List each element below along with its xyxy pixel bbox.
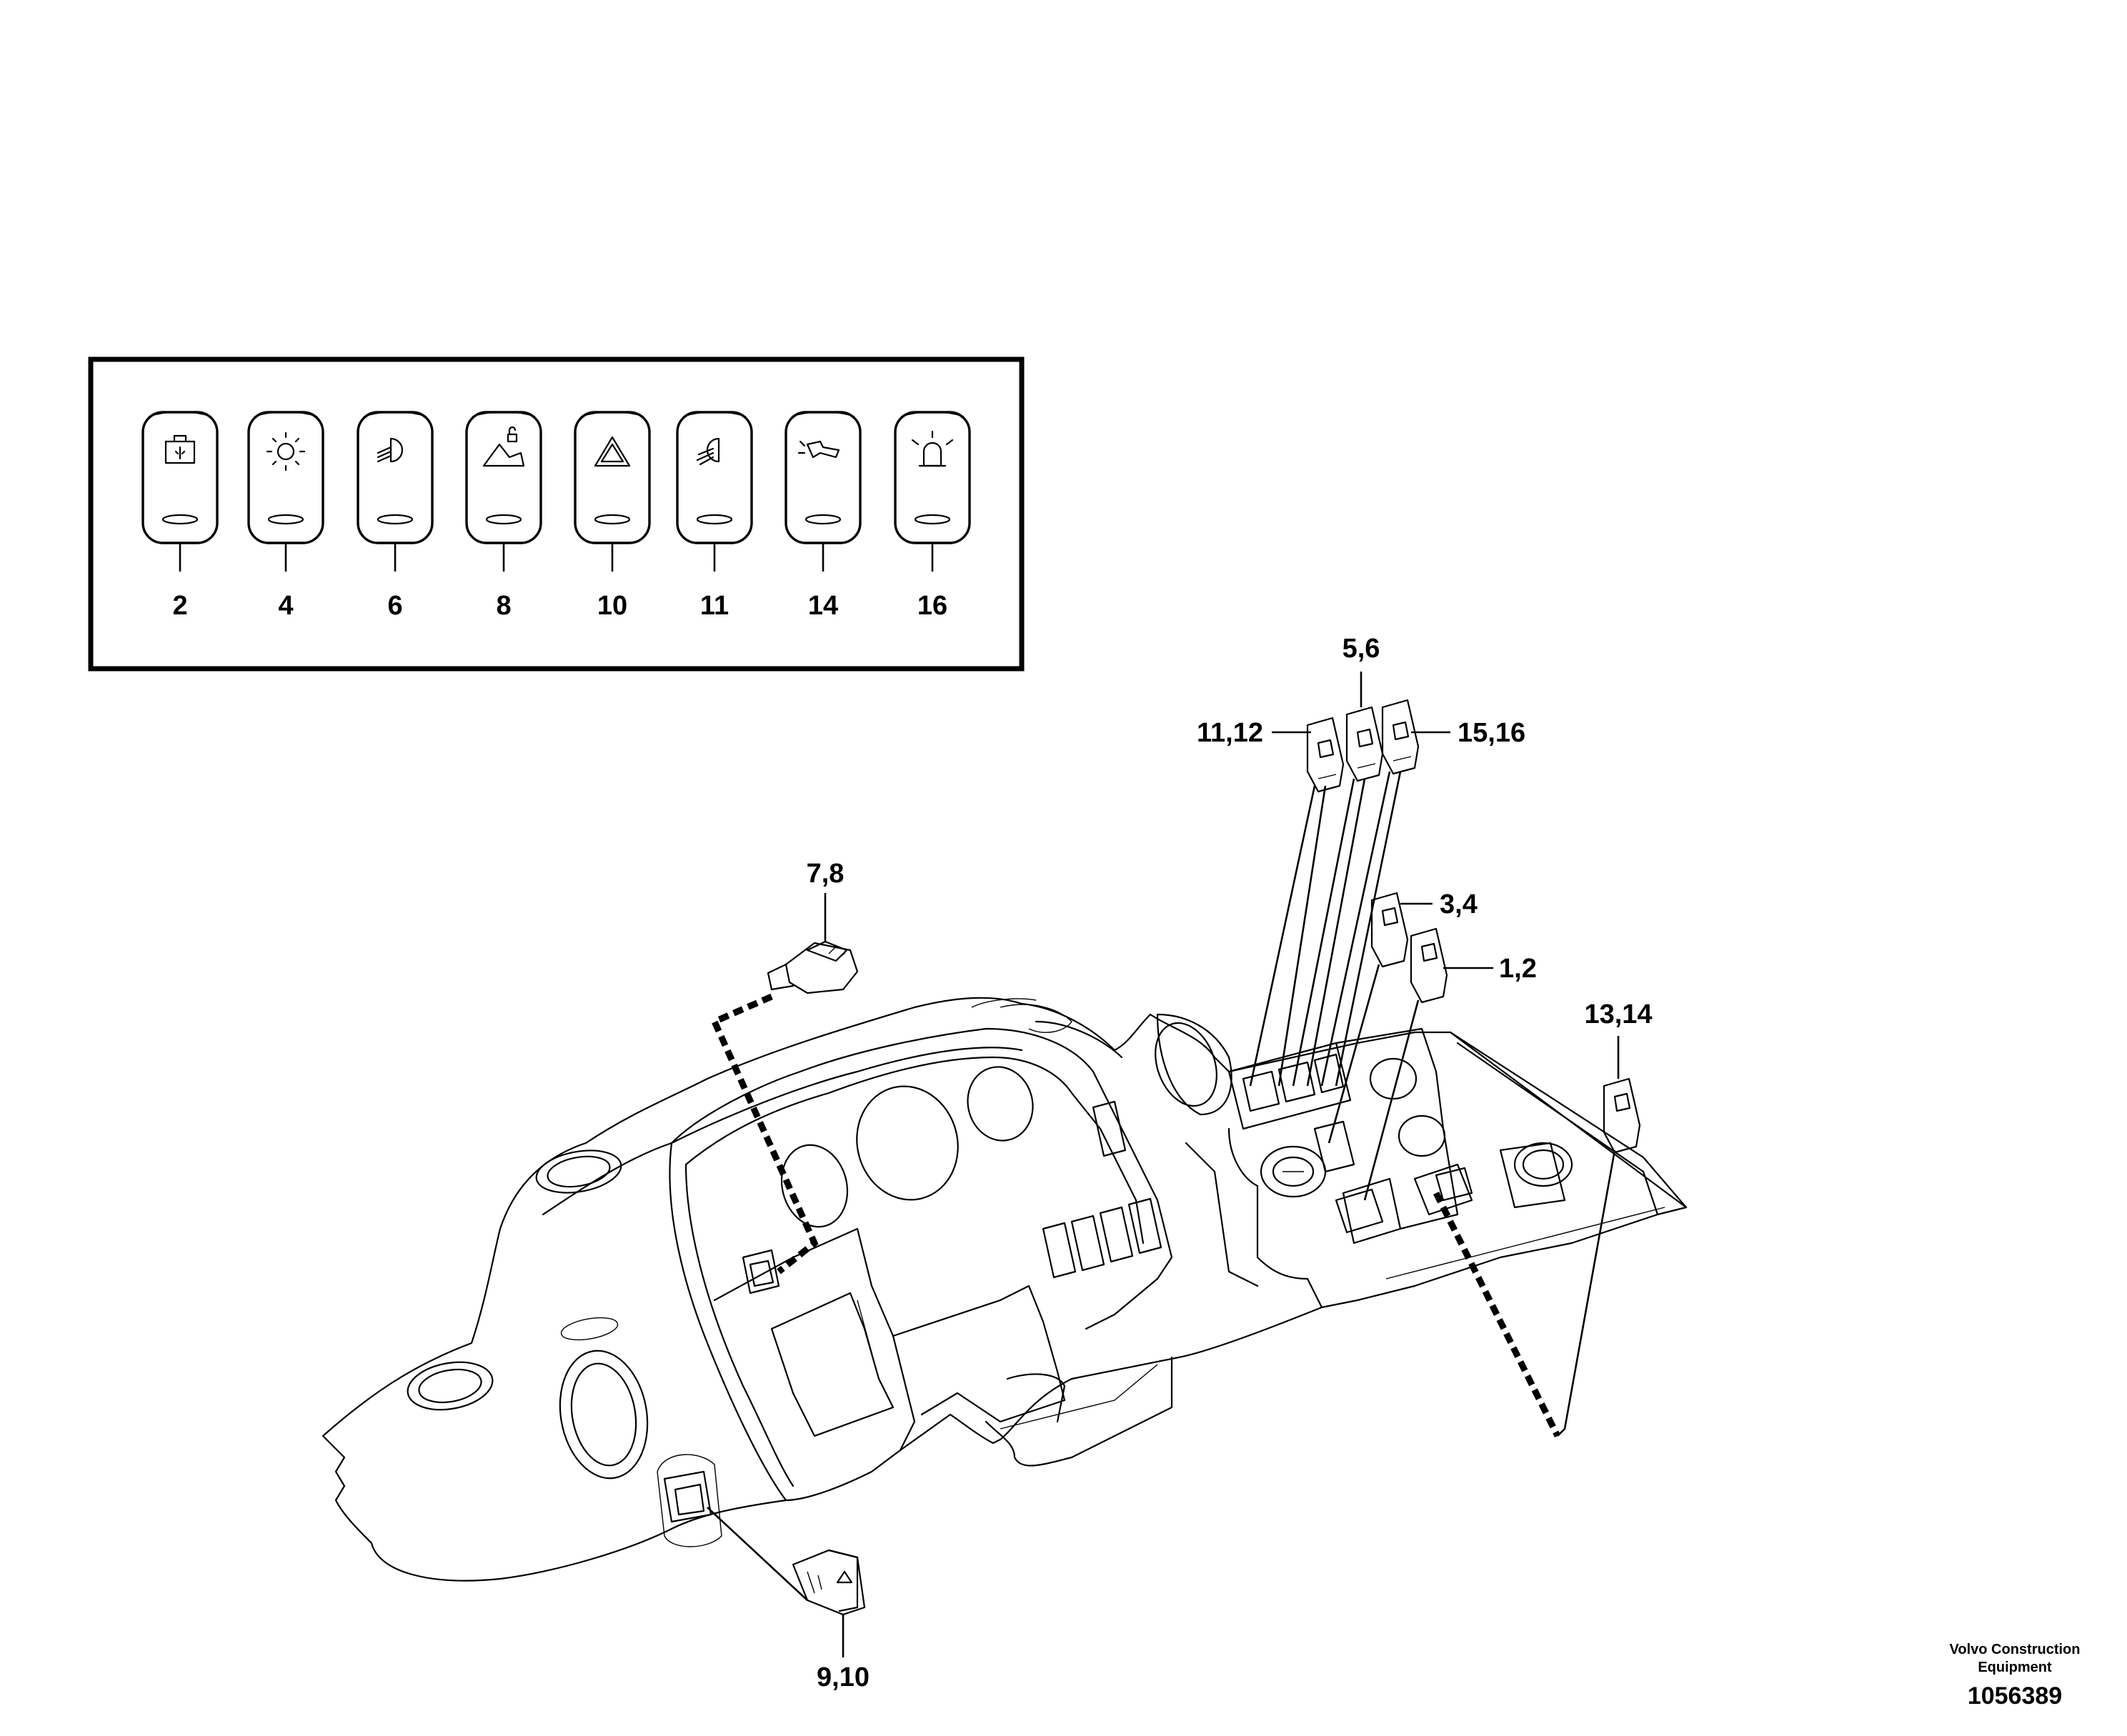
tachometer-gauge — [967, 1066, 1034, 1142]
callout-7-8: 7,8 — [807, 859, 845, 889]
callout-5-6: 5,6 — [1343, 634, 1380, 664]
switch-15-16 — [1381, 699, 1420, 775]
left-air-vent — [559, 1350, 649, 1480]
switch-13-14 — [1603, 1077, 1641, 1154]
speedometer-gauge — [856, 1085, 959, 1201]
switch-1-2 — [1410, 927, 1448, 1004]
leader-lines — [707, 672, 1620, 1657]
legend-switch-4: 4 — [247, 411, 324, 621]
footer: Volvo Construction Equipment 1056389 — [1950, 1642, 2081, 1710]
right-round-vent — [1156, 1013, 1232, 1116]
work-light-icon — [266, 431, 306, 472]
legend-switch-14: 14 — [784, 411, 862, 621]
wiper-washer-icon — [164, 434, 196, 464]
callout-1-2: 1,2 — [1499, 954, 1537, 984]
company-name-line1: Volvo Construction — [1950, 1642, 2081, 1657]
switch-legend-box — [88, 356, 1025, 672]
callout-15-16: 15,16 — [1458, 718, 1525, 748]
legend-switch-8: 8 — [465, 411, 542, 621]
switch-7-8 — [767, 940, 859, 994]
headlight-icon — [377, 437, 404, 463]
switch-5-6 — [1345, 706, 1384, 782]
company-name-line2: Equipment — [1978, 1660, 2052, 1675]
callout-9-10: 9,10 — [817, 1662, 870, 1692]
switch-11-12 — [1306, 717, 1345, 793]
switch-3-4 — [1370, 892, 1409, 968]
callout-13-14: 13,14 — [1584, 999, 1652, 1029]
callout-11-12: 11,12 — [1197, 718, 1263, 748]
legend-label-11: 11 — [700, 591, 729, 621]
callout-3-4: 3,4 — [1440, 889, 1478, 919]
rotating-beacon-icon — [911, 430, 954, 467]
legend-label-4: 4 — [278, 591, 293, 621]
legend-switch-10: 10 — [574, 411, 651, 621]
legend-label-8: 8 — [496, 591, 511, 621]
legend-switch-16: 16 — [894, 411, 971, 621]
fuel-gauge — [780, 1144, 849, 1228]
center-switch-bank — [1042, 1100, 1162, 1279]
dashboard-assembly — [322, 997, 1688, 1582]
legend-switch-11: 11 — [676, 411, 753, 621]
legend-label-2: 2 — [172, 591, 187, 621]
switch-9-10 — [792, 1549, 866, 1616]
legend-switch-2: 2 — [141, 411, 219, 621]
legend-switch-6: 6 — [357, 411, 434, 621]
dashboard-body-outline — [322, 997, 1688, 1582]
boom-suspension-icon — [797, 440, 840, 459]
work-light-front-icon — [696, 437, 720, 466]
attachment-lock-icon — [482, 426, 525, 467]
legend-label-10: 10 — [597, 591, 627, 621]
part-number: 1056389 — [1968, 1682, 2062, 1710]
legend-label-14: 14 — [808, 591, 838, 621]
hazard-warning-icon — [594, 436, 631, 467]
legend-label-16: 16 — [917, 591, 947, 621]
callout-labels: 5,6 11,12 15,16 7,8 3,4 1,2 13,14 9,10 — [807, 634, 1653, 1692]
legend-label-6: 6 — [387, 591, 402, 621]
